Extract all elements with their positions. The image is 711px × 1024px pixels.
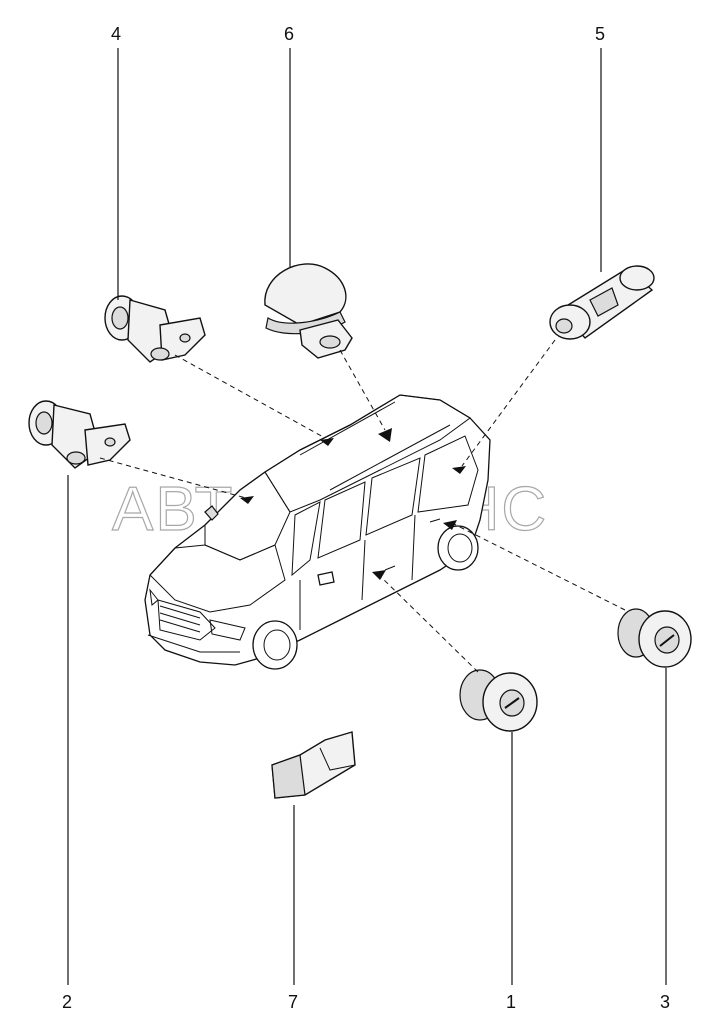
vehicle-illustration — [144, 394, 491, 670]
part-1-round-lock — [459, 669, 538, 732]
callout-1: 1 — [506, 992, 516, 1012]
callout-5: 5 — [595, 24, 605, 44]
callout-4: 4 — [111, 24, 121, 44]
part-2-lock-cylinder — [28, 400, 131, 469]
leader-lines — [67, 48, 667, 985]
callout-2: 2 — [62, 992, 72, 1012]
part-3-round-lock — [617, 608, 692, 668]
callout-7: 7 — [288, 992, 298, 1012]
part-5-lock-barrel — [549, 265, 655, 340]
callout-6: 6 — [284, 24, 294, 44]
part-4-lock-cylinder — [104, 295, 206, 363]
callout-3: 3 — [660, 992, 670, 1012]
projection-lines — [99, 339, 626, 673]
part-6-cap — [264, 263, 353, 359]
part-7-bracket — [271, 731, 356, 799]
